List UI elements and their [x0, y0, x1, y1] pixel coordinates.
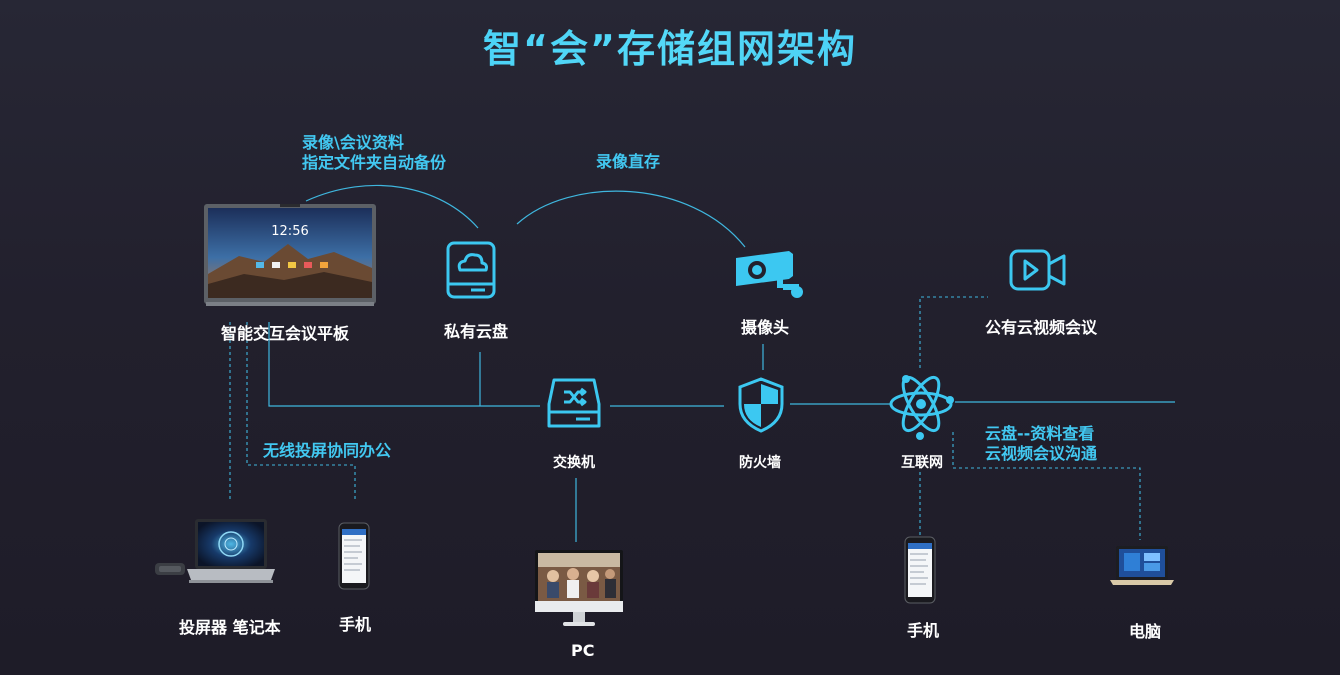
arc-cloud-to-camera — [516, 190, 746, 248]
internet — [886, 367, 956, 441]
phone-right — [904, 536, 936, 604]
internet-label: 互联网 — [901, 455, 943, 471]
dashed-internet-to-public — [919, 296, 988, 368]
dashed-panel-to-phone — [246, 322, 356, 502]
laptop-icon — [155, 519, 275, 583]
computer-label: 电脑 — [1129, 622, 1162, 641]
public-cloud-video — [1008, 248, 1068, 292]
video-camera-icon — [1009, 249, 1066, 291]
interactive-panel: 12:56 — [204, 204, 376, 308]
annotation-line-2: 云视频会议沟通 — [985, 444, 1098, 463]
annotation-recording-backup: 录像\会议资料 指定文件夹自动备份 — [302, 133, 446, 173]
page-title: 智“会”存储组网架构 — [0, 18, 1340, 73]
pc — [535, 550, 623, 630]
cloud-disk-icon — [446, 241, 496, 299]
interactive-panel-icon — [204, 204, 376, 306]
annotation-line-1: 云盘--资料查看 — [985, 424, 1095, 443]
monitor-icon — [535, 550, 623, 626]
network-switch — [546, 376, 602, 430]
laptop-icon — [1110, 546, 1174, 585]
private-cloud-label: 私有云盘 — [444, 322, 509, 341]
caster-laptop-label: 投屏器 笔记本 — [179, 618, 281, 637]
atom-icon — [889, 375, 954, 440]
phone-left-label: 手机 — [339, 615, 372, 634]
dashed-internet-to-computer — [952, 432, 1141, 540]
shield-icon — [738, 377, 784, 433]
panel-clock: 12:56 — [271, 224, 309, 239]
phone-icon — [904, 536, 936, 604]
annotation-wireless-cast: 无线投屏协同办公 — [263, 441, 392, 460]
camera-icon — [736, 251, 803, 298]
phone-icon — [338, 522, 370, 590]
camera-label: 摄像头 — [741, 318, 790, 337]
firewall — [736, 376, 786, 434]
firewall-label: 防火墙 — [739, 455, 781, 471]
switch-label: 交换机 — [553, 455, 595, 471]
computer — [1108, 544, 1176, 588]
annotation-cloud-disk: 云盘--资料查看 云视频会议沟通 — [985, 424, 1097, 464]
annotation-line-1: 录像\会议资料 — [302, 133, 404, 152]
phone-right-label: 手机 — [907, 621, 940, 640]
pc-label: PC — [571, 641, 595, 660]
phone-left — [338, 522, 370, 590]
caster-laptop — [153, 516, 277, 594]
camera — [733, 248, 805, 302]
line-panel-to-switch — [268, 322, 540, 407]
annotation-line-2: 指定文件夹自动备份 — [302, 153, 447, 172]
switch-icon — [547, 378, 601, 428]
panel-label: 智能交互会议平板 — [221, 324, 350, 343]
annotation-recording-direct: 录像直存 — [596, 152, 661, 171]
private-cloud-disk — [445, 240, 497, 300]
arc-panel-to-cloud — [305, 184, 479, 229]
public-cloud-label: 公有云视频会议 — [985, 318, 1098, 337]
